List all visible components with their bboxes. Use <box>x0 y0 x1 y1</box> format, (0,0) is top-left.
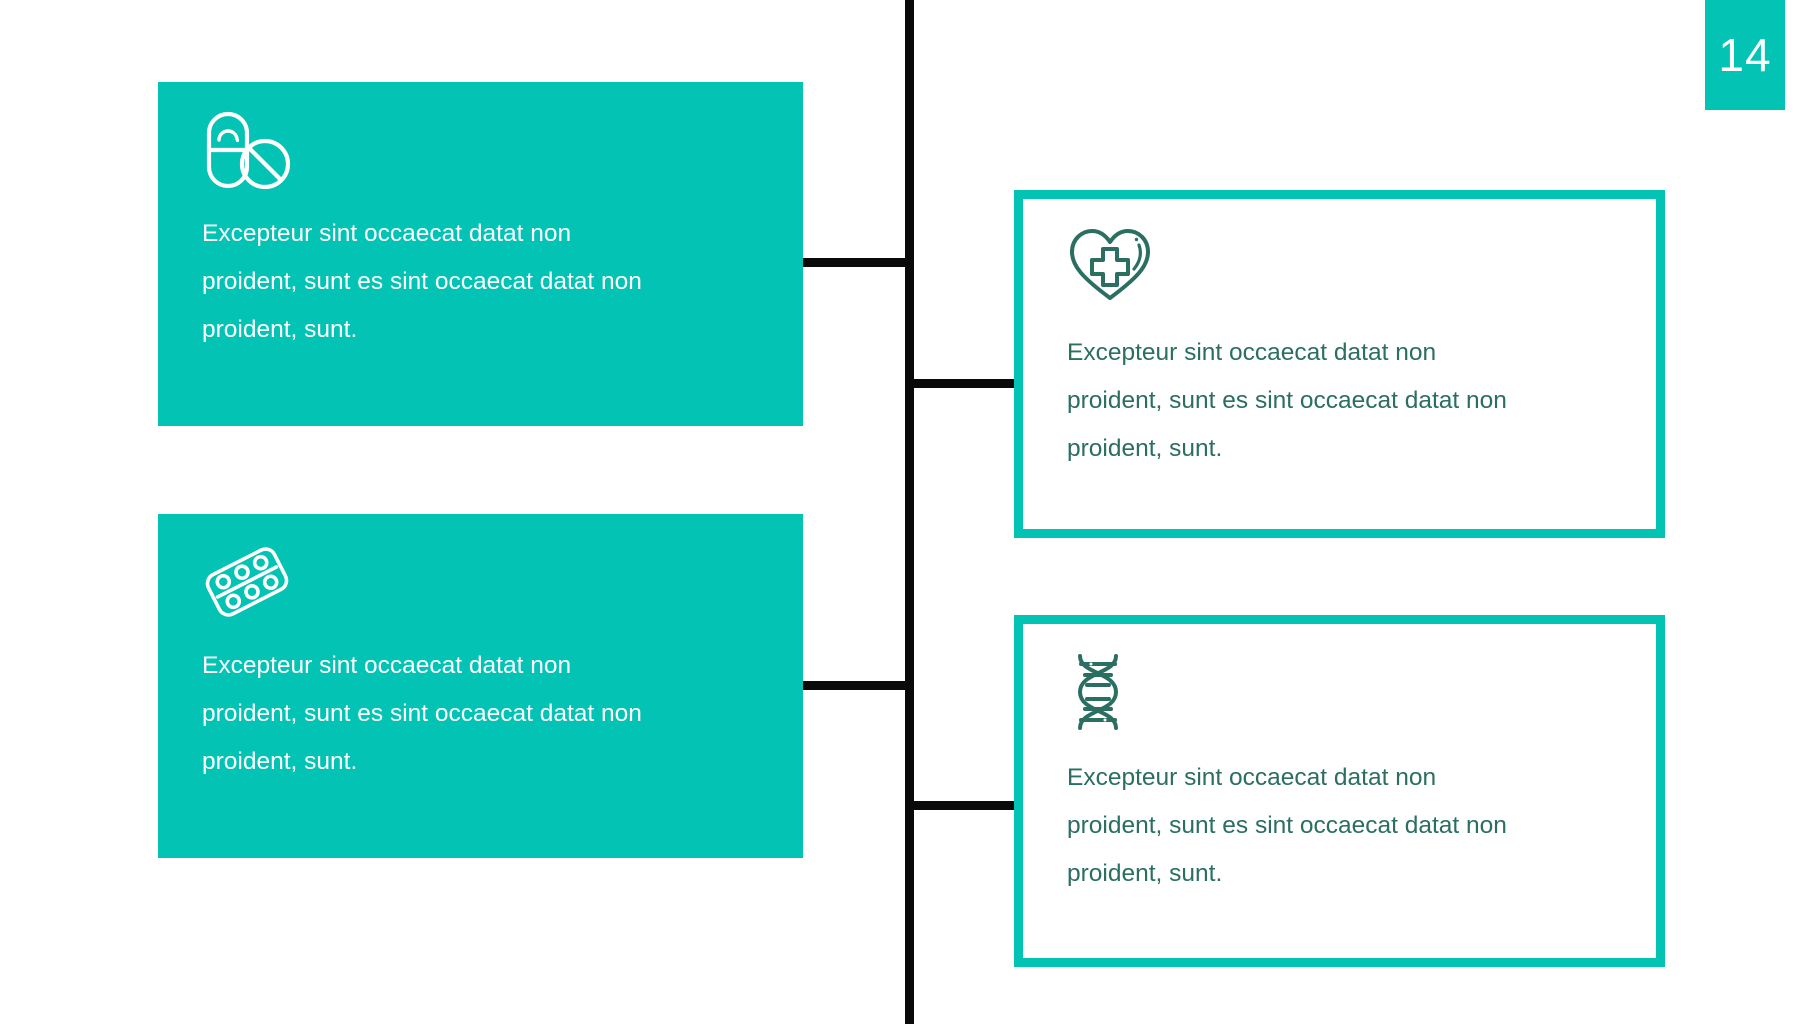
card-right-bottom-text: Excepteur sint occaecat datat non proide… <box>1067 764 1507 887</box>
heart-cross-icon <box>1067 227 1612 309</box>
card-left-top[interactable]: Excepteur sint occaecat datat non proide… <box>158 82 803 426</box>
card-left-top-text: Excepteur sint occaecat datat non proide… <box>202 220 642 343</box>
blister-pack-icon <box>202 542 759 624</box>
page-number-badge: 14 <box>1705 0 1785 110</box>
card-right-top[interactable]: Excepteur sint occaecat datat non proide… <box>1014 190 1665 538</box>
vertical-spine-line <box>905 0 914 1024</box>
connector-line-right-bottom <box>905 801 1017 810</box>
card-right-top-text: Excepteur sint occaecat datat non proide… <box>1067 339 1507 462</box>
dna-helix-icon <box>1067 652 1612 734</box>
connector-line-left-top <box>803 258 911 267</box>
card-left-bottom[interactable]: Excepteur sint occaecat datat non proide… <box>158 514 803 858</box>
connector-line-left-bottom <box>803 681 911 690</box>
page-number-label: 14 <box>1718 29 1772 81</box>
capsule-tablet-icon <box>202 110 759 192</box>
connector-line-right-top <box>905 379 1017 388</box>
card-right-bottom[interactable]: Excepteur sint occaecat datat non proide… <box>1014 615 1665 967</box>
card-left-bottom-text: Excepteur sint occaecat datat non proide… <box>202 652 642 775</box>
